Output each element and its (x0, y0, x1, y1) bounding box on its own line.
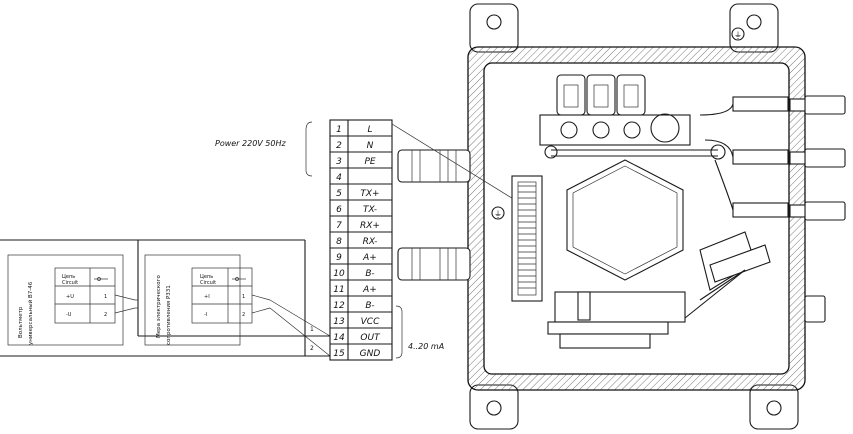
resistance-pin-2: -I (204, 312, 207, 318)
terminal-signal: TX- (363, 205, 377, 215)
terminal-number: 13 (333, 317, 345, 327)
resistance-num-1: 1 (242, 294, 245, 300)
voltmeter-num-1: 1 (104, 294, 107, 300)
current-brace (395, 305, 403, 359)
terminal-number: 2 (336, 141, 342, 151)
ground-symbol-icon: ⏚ (494, 210, 502, 219)
terminal-number: 8 (336, 237, 342, 247)
terminal-signal: N (367, 141, 374, 151)
terminal-signal: VCC (361, 317, 380, 327)
voltmeter-label-line2: универсальный В7-46 (27, 281, 34, 345)
terminal-signal: GND (360, 349, 381, 359)
terminal-number: 4 (336, 173, 342, 183)
terminal-signal: B- (365, 301, 374, 311)
resistance-label-line2: сопротивления Р331 (166, 285, 172, 345)
voltmeter-circuit-ru: Цепь (62, 274, 75, 280)
terminal-number: 14 (333, 333, 345, 343)
wire-number-1: 1 (310, 326, 314, 333)
internal-components: ⏚ (491, 74, 771, 349)
terminal-number: 12 (333, 301, 345, 311)
terminal-number: 1 (336, 125, 342, 135)
resistance-circuit-en: Circuit (200, 280, 216, 286)
voltmeter-label-line1: Вольтметр (18, 306, 24, 338)
terminal-number: 9 (336, 253, 342, 263)
terminal-signal: A+ (362, 285, 377, 295)
terminal-number: 7 (336, 221, 342, 231)
terminal-signal: L (367, 125, 372, 135)
voltmeter-num-2: 2 (104, 312, 107, 318)
power-label: Power 220V 50Hz (215, 139, 286, 148)
wire-number-2: 2 (310, 345, 314, 352)
voltmeter-pin-1: +U (66, 294, 74, 300)
terminal-number: 11 (333, 285, 344, 295)
voltmeter-circuit-en: Circuit (62, 280, 78, 286)
terminal-number: 6 (336, 205, 342, 215)
terminal-number: 3 (336, 157, 342, 167)
pneumatic-fittings (732, 95, 846, 323)
terminal-number: 15 (333, 349, 345, 359)
terminal-number: 5 (336, 189, 342, 199)
external-wiring: 1 2 (0, 239, 330, 357)
resistance-circuit-ru: Цепь (200, 274, 213, 280)
resistance-block: Цепь Circuit +I -I 1 2 Мера электрическо… (144, 254, 331, 357)
terminal-signal: RX+ (360, 221, 380, 231)
terminal-signal: RX- (363, 237, 378, 247)
current-label: 4..20 mA (408, 342, 444, 351)
voltmeter-block: Цепь Circuit +U -U 1 2 Вольтметр универс… (7, 254, 138, 346)
ground-icon: ⏚ (734, 31, 742, 40)
resistance-pin-1: +I (204, 294, 210, 300)
cable-gland-bottom (397, 247, 471, 281)
terminal-signal: A+ (362, 253, 377, 263)
terminal-signal: PE (364, 157, 375, 167)
terminal-signal: TX+ (360, 189, 379, 199)
leader-line (391, 123, 516, 201)
resistance-num-2: 2 (242, 312, 245, 318)
terminal-signal: B- (365, 269, 374, 279)
voltmeter-pin-2: -U (66, 312, 72, 318)
terminal-signal: OUT (360, 333, 381, 343)
power-brace (305, 121, 313, 177)
terminal-number: 10 (333, 269, 345, 279)
resistance-label-line1: Мера электрического (156, 275, 162, 338)
cable-gland-top (397, 149, 471, 183)
